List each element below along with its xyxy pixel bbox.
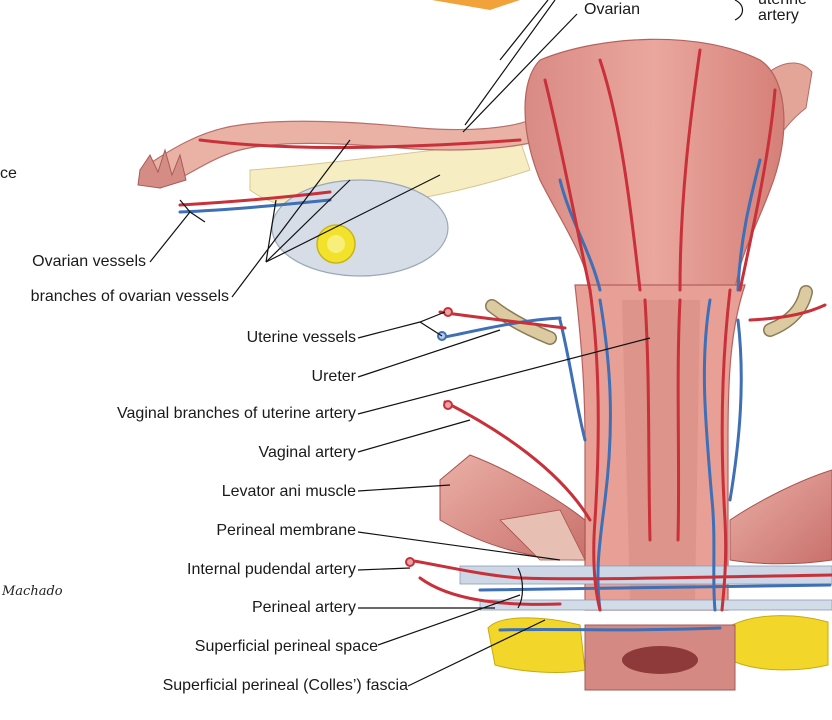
label-internal-pudendal: Internal pudendal artery bbox=[187, 561, 356, 578]
fat-right bbox=[731, 615, 829, 671]
fat-left bbox=[487, 617, 586, 673]
levator-ani-right bbox=[729, 469, 832, 565]
leader-lines bbox=[149, 0, 744, 687]
muscle-left-lower bbox=[499, 509, 586, 561]
internal-pudendal-cut bbox=[405, 557, 415, 567]
fimbriae bbox=[137, 148, 187, 189]
label-ovarian-vessels: Ovarian vessels bbox=[32, 253, 146, 270]
perineal-fascia-band bbox=[479, 599, 832, 611]
veins bbox=[178, 158, 832, 632]
label-space-fragment: ce bbox=[0, 165, 17, 182]
label-vaginal-artery: Vaginal artery bbox=[258, 444, 356, 461]
vaginal-artery-cut bbox=[443, 400, 453, 410]
top-orange-wedge bbox=[432, 0, 520, 10]
ureter-left-fill bbox=[486, 300, 556, 344]
label-artery: artery bbox=[758, 7, 799, 24]
label-colles-fascia: Superficial perineal (Colles’) fascia bbox=[162, 677, 408, 694]
label-vaginal-branches: Vaginal branches of uterine artery bbox=[117, 405, 356, 422]
label-uterine-vessels: Uterine vessels bbox=[246, 329, 356, 346]
artist-signature: Machado bbox=[2, 584, 63, 599]
uterine-artery-cut bbox=[443, 307, 453, 317]
corpus-luteum-core bbox=[327, 235, 345, 253]
uterus bbox=[524, 38, 785, 291]
label-levator-ani: Levator ani muscle bbox=[221, 483, 356, 500]
label-perineal-artery: Perineal artery bbox=[251, 599, 356, 616]
label-perineal-membrane: Perineal membrane bbox=[216, 522, 356, 539]
label-branches-ovarian-vessels: branches of ovarian vessels bbox=[30, 288, 229, 305]
label-superficial-space: Superficial perineal space bbox=[194, 638, 378, 655]
label-ovarian: Ovarian bbox=[584, 1, 641, 18]
vaginal-orifice bbox=[622, 646, 698, 674]
label-ureter: Ureter bbox=[311, 368, 356, 385]
label-uterine-artery-fragment: uterine bbox=[758, 0, 807, 9]
arteries bbox=[178, 48, 832, 612]
vaginal-inner bbox=[622, 300, 700, 600]
